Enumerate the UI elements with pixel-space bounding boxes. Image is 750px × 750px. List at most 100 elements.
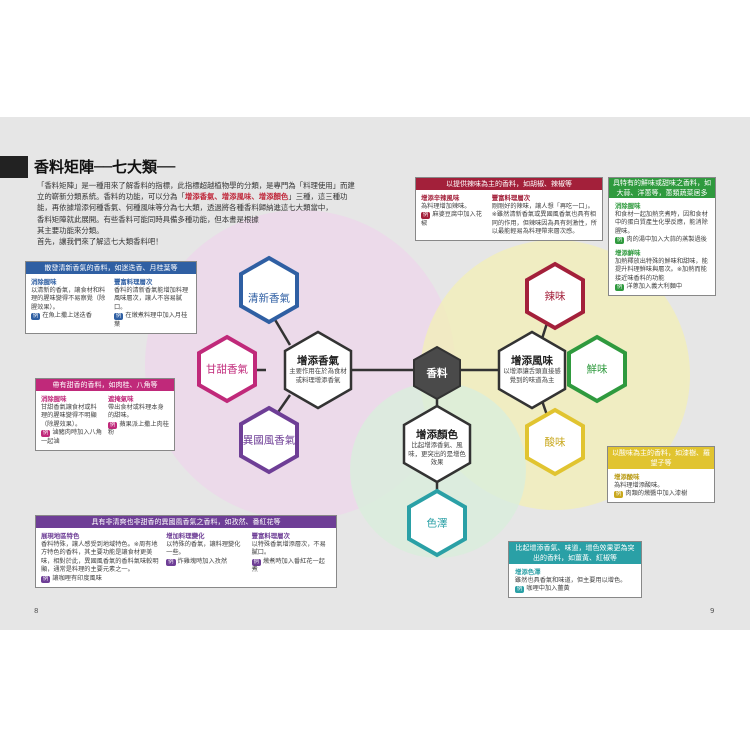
spicy-c1-body: 為料理增加辣味。 [421, 202, 471, 210]
spicy-label: 辣味 [544, 290, 566, 303]
sour-c1-body: 為料理增添酸味。 [614, 481, 664, 489]
hex-spicy [525, 261, 585, 331]
example-tag: 例 [114, 313, 124, 321]
intro-line: 香料矩陣就此展開。有些香料可能同時具備多種功能，但本書是根據 [37, 214, 259, 224]
example-tag: 例 [615, 237, 625, 245]
spicy-c1-title: 增添辛辣風味 [421, 194, 460, 202]
sweet-c1-body: 甘甜香氣讓食材或料理的腥味變得不明顯（除腥效果）。 [41, 403, 97, 428]
exotic-c2-body: 以特殊的香氣，讓料理變化一些。 [166, 540, 241, 557]
spicy-c2-body: 剛剛好的辣味，讓人想「再吃一口」。※雖然清新香氣或異國風香氣也具有相同的作用，但… [491, 202, 597, 236]
example-tag: 例 [166, 558, 176, 566]
intro-text: 「香料矩陣」是一種用來了解香料的指標，此指標超越植物學的分類，是專門為「料理使用… [37, 180, 367, 247]
flavor-desc: 以增添讓舌頭直接感覺到的味道為主 [503, 367, 561, 384]
fresh-c2-title: 豐富料理層次 [114, 278, 153, 286]
intro-highlight: 增添香氣、增添風味、增添顏色 [184, 192, 289, 202]
exotic-label: 異國風香氣 [242, 434, 296, 447]
exotic-c1-body: 香料特殊，讓人感受到地域特色。※周有地方特色的香料，其主要功能是讓食材更美味，相… [41, 540, 159, 574]
sour-c1-example: 肉類的燉醬中加入漆樹 [625, 490, 688, 498]
hex-exotic [239, 405, 299, 475]
hex-umami [567, 334, 627, 404]
umami-label: 鮮味 [586, 363, 608, 376]
hex-aroma [283, 330, 353, 410]
hex-flavor [497, 330, 567, 410]
example-tag: 例 [421, 212, 431, 220]
sour-label: 酸味 [544, 436, 566, 449]
sweet-label: 甘甜香氣 [206, 363, 248, 376]
spicy-c1-example: 麻婆豆腐中加入花椒 [421, 211, 482, 227]
aroma-desc: 主要作用在於為食材或料理增添香氣 [289, 367, 347, 384]
umami-info-box: 具特有的鮮味或甜味之香料，如大蒜、洋蔥等，蔥類蔬菜居多 消除腥味 和食材一起加熱… [608, 177, 716, 296]
intro-line: 能，再依據增添何種香氣、何種風味等分為七大類，透過將各種香料歸納進這七大類當中， [37, 203, 333, 213]
hue-c1-example: 咖哩中加入薑黃 [526, 585, 570, 593]
sweet-c2-title: 遮掩氣味 [108, 395, 134, 403]
sweet-box-header: 帶有甜香的香料，如肉桂、八角等 [36, 379, 174, 391]
aroma-title: 增添香氣 [297, 355, 339, 367]
exotic-c1-example: 讓咖哩有印度風味 [52, 574, 102, 582]
sweet-info-box: 帶有甜香的香料，如肉桂、八角等 消除腥味 甘甜香氣讓食材或料理的腥味變得不明顯（… [35, 378, 175, 451]
hex-hue [407, 488, 467, 558]
exotic-c2-example: 炸雞塊時加入孜然 [177, 557, 228, 565]
sour-info-box: 以酸味為主的香料，如漆樹、羅望子等 增添酸味 為料理增添酸味。 例肉類的燉醬中加… [607, 446, 715, 503]
exotic-c3-title: 豐富料理層次 [251, 532, 290, 540]
fresh-c1-title: 消除腥味 [31, 278, 57, 286]
fresh-info-box: 散發清新香氣的香料，如迷迭香、月桂葉等 消除腥味 以清新的香氣，讓食材和料理的腥… [25, 261, 197, 334]
intro-line: 其主要功能來分類。 [37, 225, 104, 235]
intro-line: 立的嶄新分類系統。香料的功能，可以分為「增添香氣、增添風味、增添顏色」三種，這三… [37, 192, 348, 202]
spicy-info-box: 以提供辣味為主的香料，如胡椒、辣椒等 增添辛辣風味 為料理增加辣味。 例麻婆豆腐… [415, 177, 603, 241]
exotic-c3-body: 以特殊香氣增添層次，不易膩口。 [251, 540, 326, 557]
sour-box-header: 以酸味為主的香料，如漆樹、羅望子等 [608, 447, 714, 469]
center-label: 香料 [426, 367, 448, 380]
intro-line: 首先，讓我們來了解這七大類香料吧！ [37, 237, 163, 247]
hue-label: 色澤 [426, 517, 448, 530]
hex-sour [525, 407, 585, 477]
fresh-box-header: 散發清新香氣的香料，如迷迭香、月桂葉等 [26, 262, 196, 274]
example-tag: 例 [615, 284, 625, 292]
page-title: 香料矩陣──七大類── [34, 158, 176, 176]
fresh-c2-example: 在燉煮料理中加入月桂葉 [114, 312, 188, 328]
intro-line: 「香料矩陣」是一種用來了解香料的指標，此指標超越植物學的分類，是專門為「料理使用… [37, 181, 355, 190]
sweet-c2-body: 帶出食材或料理本身的甜味。 [108, 403, 164, 420]
hex-center [413, 345, 461, 401]
fresh-label: 清新香氣 [248, 292, 290, 305]
example-tag: 例 [108, 421, 118, 429]
title-bar [0, 156, 28, 178]
hue-info-box: 比起增添香氣、味道，增色效果更為突出的香料，如薑黃、紅椒等 增添色澤 雖然也具香… [508, 541, 642, 598]
example-tag: 例 [614, 491, 624, 499]
page-number-left: 8 [34, 607, 39, 615]
sour-c1-title: 增添酸味 [614, 473, 640, 481]
hex-sweet [197, 334, 257, 404]
umami-c2-body: 加熱釋放出特殊的鮮味和甜味，能提升料理鮮味與層次。※加熱而能接近味香料的功能 [615, 257, 708, 282]
umami-c1-title: 消除腥味 [615, 202, 641, 210]
umami-box-header: 具特有的鮮味或甜味之香料，如大蒜、洋蔥等，蔥類蔬菜居多 [609, 178, 715, 198]
sweet-c1-example: 滷豬肉時加入八角一起滷 [41, 429, 102, 445]
color-title: 增添顏色 [416, 429, 458, 441]
hex-fresh [239, 255, 299, 325]
exotic-c3-example: 燉煮時加入番紅花一起煮 [251, 557, 325, 574]
sweet-c2-example: 蘋果派上撒上肉桂粉 [108, 420, 169, 437]
exotic-c1-title: 展現地區特色 [41, 532, 80, 540]
spicy-box-header: 以提供辣味為主的香料，如胡椒、辣椒等 [416, 178, 602, 190]
sweet-c1-title: 消除腥味 [41, 395, 67, 403]
hue-c1-title: 增添色澤 [515, 568, 541, 576]
fresh-c1-example: 在魚上撒上迷迭香 [42, 312, 92, 320]
hue-c1-body: 雖然也具香氣和味道，但主要用以增色。 [515, 576, 627, 584]
example-tag: 例 [41, 430, 51, 438]
umami-c2-example: 洋蔥加入義大利麵中 [626, 283, 683, 291]
flavor-title: 增添風味 [511, 355, 553, 367]
page-number-right: 9 [710, 607, 715, 615]
umami-c1-body: 和食材一起加熱烹煮時，因和食材中的蛋白質產生化學反應，能消除腥味。 [615, 210, 708, 235]
example-tag: 例 [515, 586, 525, 594]
umami-c2-title: 增添鮮味 [615, 248, 641, 257]
spicy-c2-title: 豐富料理層次 [491, 194, 531, 202]
exotic-info-box: 具有非清爽也非甜香的異國風香氣之香料，如孜然、番紅花等 展現地區特色 香料特殊，… [35, 515, 337, 588]
hue-box-header: 比起增添香氣、味道，增色效果更為突出的香料，如薑黃、紅椒等 [509, 542, 641, 564]
fresh-c1-body: 以清新的香氣，讓食材和料理的腥味變得不易察覺（除腥效果）。 [31, 286, 106, 311]
hex-color [402, 404, 472, 484]
exotic-box-header: 具有非清爽也非甜香的異國風香氣之香料，如孜然、番紅花等 [36, 516, 336, 528]
color-desc: 比起增添香氣、風味，更突出的是增色效果 [408, 441, 466, 467]
fresh-c2-body: 香料的清新香氣能增加料理風味層次，讓人不容易膩口。 [114, 286, 189, 311]
exotic-c2-title: 增加料理變化 [166, 532, 205, 540]
example-tag: 例 [31, 313, 41, 321]
